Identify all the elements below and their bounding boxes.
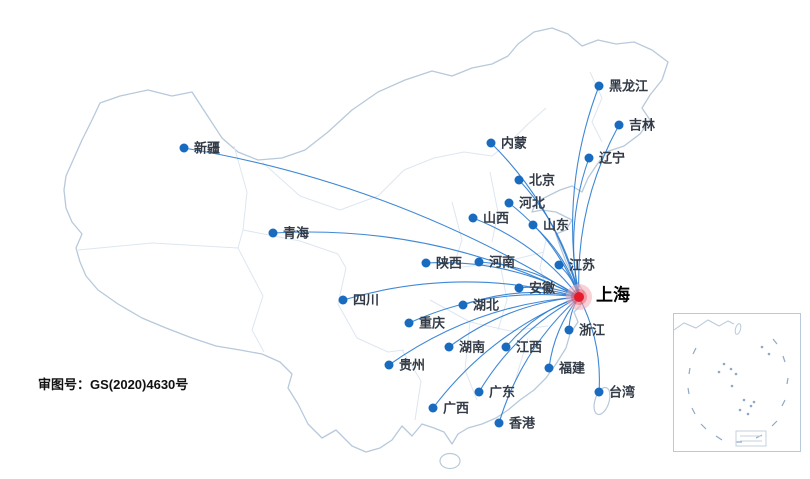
inset-taiwan (734, 323, 742, 335)
province-label-guizhou: 贵州 (399, 357, 426, 373)
province-dot-hebei (504, 198, 514, 208)
flight-overlay (179, 81, 624, 428)
province-dot-taiwan (594, 387, 604, 397)
province-label-hebei: 河北 (519, 195, 546, 211)
province-dot-heilongjiang (594, 81, 604, 91)
province-label-guangxi: 广西 (443, 400, 470, 416)
province-label-sichuan: 四川 (353, 292, 380, 308)
province-dot-shaanxi (421, 258, 431, 268)
province-label-chongqing: 重庆 (419, 315, 446, 331)
inset-islands (717, 345, 771, 416)
province-label-heilongjiang: 黑龙江 (609, 78, 649, 94)
province-dot-henan (474, 257, 484, 267)
province-dot-sichuan (338, 295, 348, 305)
province-dot-guangdong (474, 387, 484, 397)
south-china-sea-inset (673, 313, 801, 452)
province-dot-hubei (458, 300, 468, 310)
province-label-henan: 河南 (489, 254, 516, 270)
province-label-taiwan: 台湾 (609, 384, 636, 400)
province-label-liaoning: 辽宁 (599, 150, 626, 166)
flight-line-shaanxi (425, 262, 580, 298)
province-label-neimeng: 内蒙 (501, 135, 528, 151)
flight-line-guangdong (478, 296, 580, 393)
map-license: 审图号：GS(2020)4630号 (38, 377, 189, 392)
province-dot-hongkong (494, 418, 504, 428)
inset-dash-line (687, 338, 789, 443)
province-dot-shanxi (468, 213, 478, 223)
flight-line-hunan (448, 296, 580, 348)
province-label-shandong: 山东 (543, 217, 570, 233)
flight-line-hongkong (498, 296, 580, 424)
origin-marker (566, 284, 592, 310)
province-dot-neimeng (486, 138, 496, 148)
province-label-jiangxi: 江西 (516, 339, 543, 355)
province-borders (77, 71, 603, 421)
flight-line-guangxi (432, 296, 580, 409)
province-label-anhui: 安徽 (529, 280, 556, 296)
inset-coastline (674, 319, 735, 331)
province-label-jiangsu: 江苏 (569, 257, 596, 273)
province-dot-hunan (444, 342, 454, 352)
flight-line-jilin (578, 124, 620, 298)
flight-line-sichuan (342, 281, 580, 301)
province-label-hunan: 湖南 (459, 339, 486, 355)
province-label-qinghai: 青海 (283, 225, 310, 241)
province-dot-jilin (614, 120, 624, 130)
province-label-xinjiang: 新疆 (194, 140, 221, 156)
province-dot-xinjiang (179, 143, 189, 153)
inset-scale-legend (735, 430, 767, 447)
flight-line-beijing (518, 179, 580, 298)
province-dot-guangxi (428, 403, 438, 413)
flight-line-shanxi (472, 217, 580, 298)
province-dot-qinghai (268, 228, 278, 238)
province-label-beijing: 北京 (529, 172, 556, 188)
province-dot-guizhou (384, 360, 394, 370)
province-dot-beijing (514, 175, 524, 185)
province-dot-jiangxi (501, 342, 511, 352)
province-label-shanxi: 山西 (483, 210, 510, 226)
province-dot-liaoning (584, 153, 594, 163)
hainan-island (439, 452, 461, 470)
province-label-zhejiang: 浙江 (579, 322, 606, 338)
flight-line-xinjiang (183, 147, 580, 298)
province-label-fujian: 福建 (559, 360, 586, 376)
flight-line-liaoning (573, 157, 590, 298)
flight-line-taiwan (578, 296, 600, 393)
province-dot-fujian (544, 363, 554, 373)
province-dot-anhui (514, 283, 524, 293)
province-dot-shandong (528, 220, 538, 230)
province-dot-jiangsu (554, 260, 564, 270)
province-label-hubei: 湖北 (473, 297, 500, 313)
flight-line-chongqing (408, 294, 580, 324)
inset-canvas (674, 319, 789, 447)
province-dot-chongqing (404, 318, 414, 328)
province-dot-zhejiang (564, 325, 574, 335)
origin-dot (574, 292, 584, 302)
province-label-guangdong: 广东 (489, 384, 516, 400)
province-label-hongkong: 香港 (509, 415, 536, 431)
origin-label: 上海 (596, 285, 630, 305)
province-label-shaanxi: 陕西 (436, 255, 463, 271)
province-label-jilin: 吉林 (629, 117, 656, 133)
flight-line-guizhou (388, 296, 580, 366)
